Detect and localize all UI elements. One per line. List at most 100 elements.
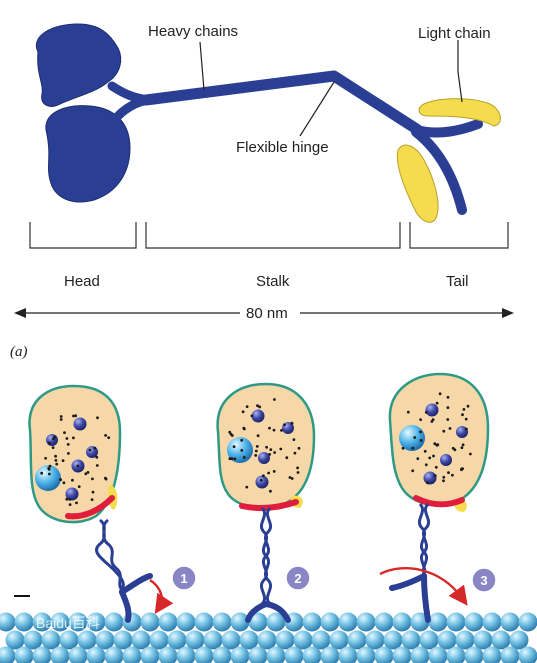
vesicle-dot [72,414,75,418]
panel-label-a: (a) [10,344,28,360]
vesicle-dot [290,477,294,480]
membrane-bead [239,630,259,650]
vesicle-dot [256,404,259,408]
vesicle-dot [104,434,107,437]
membrane-bead [338,646,358,663]
membrane-bead [473,630,493,650]
vesicle-1-dots [40,414,111,506]
membrane-bead [41,630,61,650]
membrane-bead [383,630,403,650]
membrane-bead [230,646,250,663]
membrane-bead [446,612,466,632]
vesicle-dot [268,453,271,456]
vesicle-2 [216,382,316,512]
membrane-bead [50,646,70,663]
vesicle-dot [416,457,420,460]
vesicle-dot [242,426,246,430]
membrane-bead [59,630,79,650]
membrane-bead [176,646,196,663]
label-length: 80 nm [246,305,288,322]
vesicle-dot [446,395,450,399]
membrane-bead [0,646,16,663]
stalk-coil-3a [417,502,429,578]
vesicle-dot [292,438,296,441]
vesicle-dot [54,459,58,462]
vesicle-dot [433,442,437,446]
label-light-chain: Light chain [418,25,491,42]
membrane-bead [374,612,394,632]
membrane-bead [266,612,286,632]
vesicle-dot [288,476,292,479]
vesicle-dot [250,414,254,418]
vesicle-dot [228,430,232,434]
membrane-bead [374,646,394,663]
stalk-coil-2b [259,506,273,606]
vesicle-dot [265,445,268,449]
vesicle-dot [464,417,468,421]
vesicle-dot [84,472,88,476]
membrane-bead [5,630,25,650]
vesicle-1 [28,384,122,524]
myosin-stalk [140,70,424,136]
vesicle-dot [255,445,259,448]
membrane-bead [212,612,232,632]
vesicle-dot [462,408,466,411]
vesicle-dot [59,418,63,421]
step-number-3: 3 [480,573,487,588]
vesicle-dot [91,490,95,494]
membrane-bead [248,646,268,663]
vesicle-dot [269,448,273,451]
membrane-bead [446,646,466,663]
vesicle-dot [72,436,75,440]
membrane-bead [194,612,214,632]
vesicle-2-large-ball [227,437,253,463]
membrane-bead [149,630,169,650]
power-stroke-arrow-1 [149,579,174,614]
vesicle-dot [411,469,415,473]
membrane-bead [23,630,43,650]
membrane-bead [32,612,52,632]
vesicle-dot [62,481,66,485]
membrane-bead [275,630,295,650]
vesicle-dot [434,465,438,469]
vesicle-dot [435,401,439,405]
membrane-bead [50,612,70,632]
vesicle-dot [40,471,44,475]
vesicle-dot [272,470,276,473]
membrane-bead [302,612,322,632]
vesicle-dot [423,449,427,453]
membrane-bead [518,612,537,632]
vesicle-dot [229,432,233,436]
vesicle-dot [104,477,108,481]
membrane-bead [104,646,124,663]
membrane-bead [248,612,268,632]
vesicle-dot [453,448,457,452]
membrane-bead [122,646,142,663]
vesicle-dot [74,414,78,418]
membrane-bead [122,612,142,632]
vesicle-dot [267,471,270,475]
vesicle-dot [47,467,51,471]
vesicle-dot [242,456,246,459]
membrane-bead [482,646,502,663]
vesicle-dot [431,418,435,421]
vesicle-dot [424,463,428,467]
vesicle-3-receptor [413,495,465,508]
vesicle-dot [448,427,452,430]
vesicle-dot [460,467,463,471]
membrane-bead [284,646,304,663]
length-scale [14,308,514,318]
vesicle-3-body [388,372,490,507]
vesicle-dot [296,471,300,474]
vesicle-dot [75,501,78,505]
membrane-bead [428,646,448,663]
membrane-bead [455,630,475,650]
membrane-bead [464,646,484,663]
membrane-bead [221,630,241,650]
membrane-bead [320,646,340,663]
leader-light-chain [457,40,463,103]
label-tail: Tail [446,273,469,290]
membrane-bead [428,612,448,632]
membrane-bead [311,630,331,650]
membrane-bead [68,612,88,632]
